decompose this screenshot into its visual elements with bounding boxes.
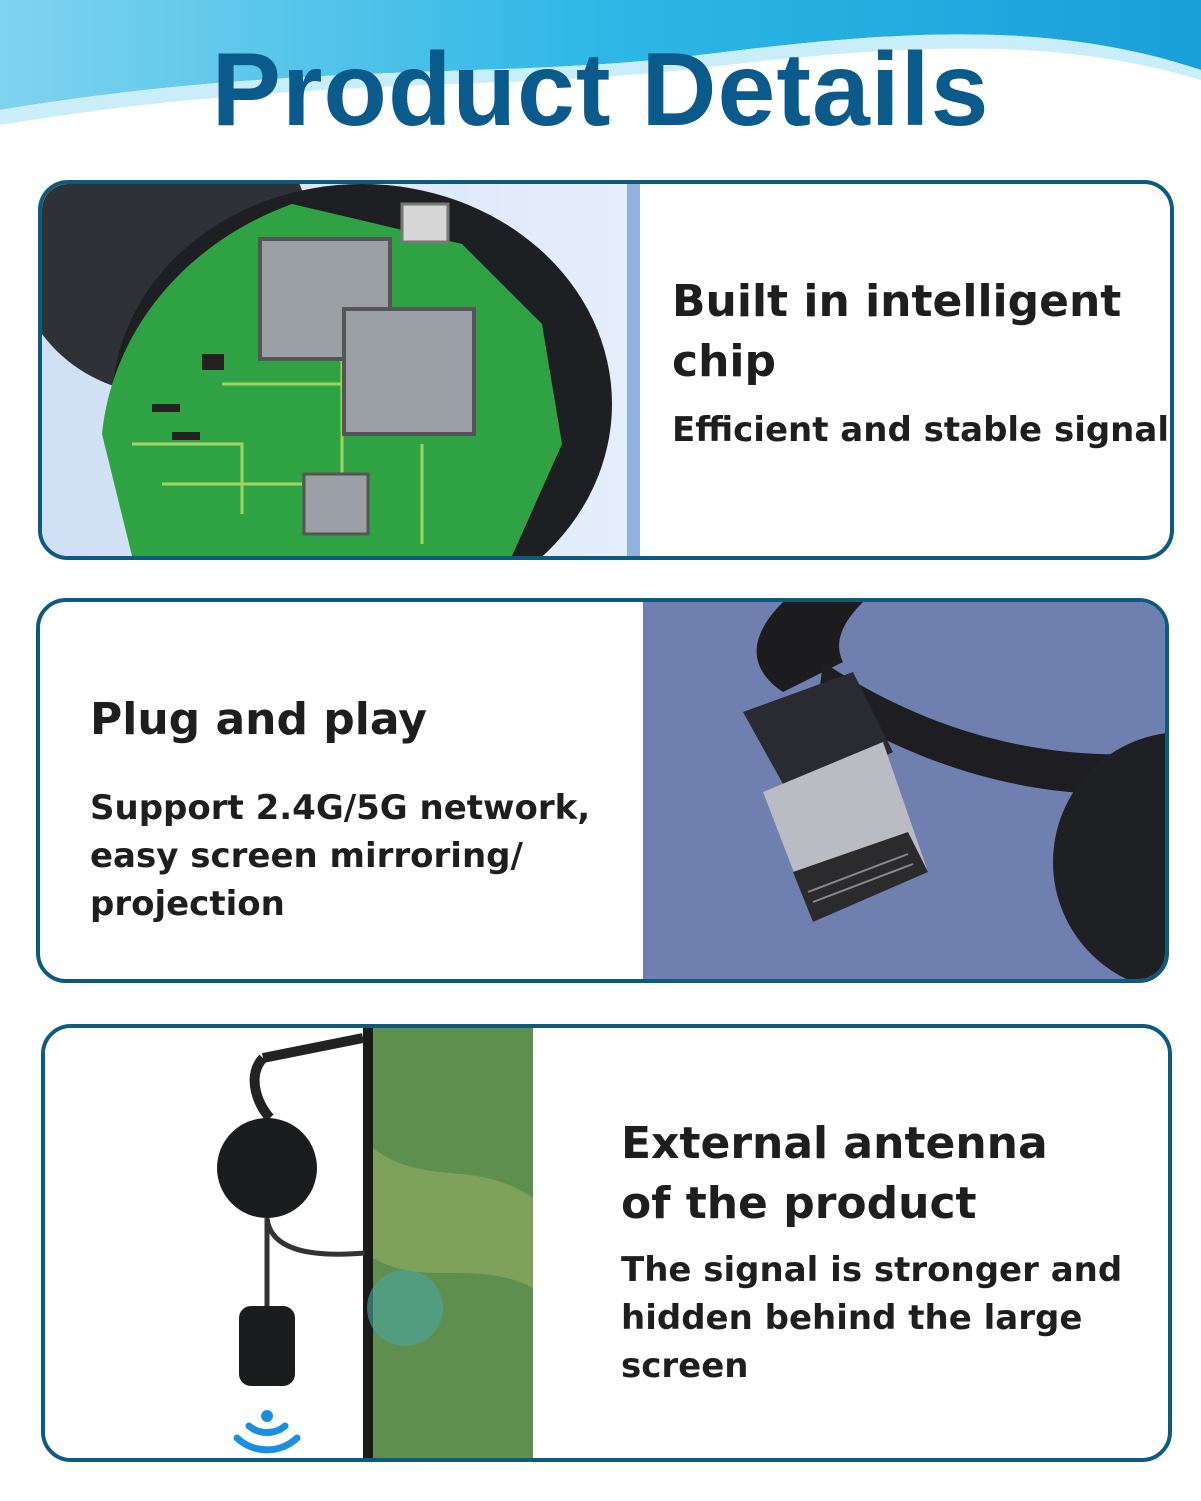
feature-subtitle: Support 2.4G/5G network, easy screen mir…	[90, 788, 591, 924]
page-title: Product Details	[211, 32, 990, 148]
header-wave-banner	[0, 0, 1201, 125]
feature-heading: Built in intelligent chip	[672, 276, 1122, 387]
feature-subtitle: Efficient and stable signal	[672, 410, 1169, 450]
circuit-board-image	[42, 184, 640, 556]
feature-heading: External antenna of the product	[621, 1118, 1048, 1229]
hdmi-connector-image	[643, 602, 1165, 979]
feature-card-chip: Built in intelligent chip Efficient and …	[38, 180, 1174, 560]
feature-card-plug-and-play: Plug and play Support 2.4G/5G network, e…	[36, 598, 1169, 983]
feature-card-external-antenna: External antenna of the product The sign…	[41, 1024, 1172, 1462]
feature-subtitle: The signal is stronger and hidden behind…	[621, 1250, 1123, 1386]
dongle-behind-tv-image	[45, 1028, 533, 1458]
feature-heading: Plug and play	[90, 694, 427, 745]
